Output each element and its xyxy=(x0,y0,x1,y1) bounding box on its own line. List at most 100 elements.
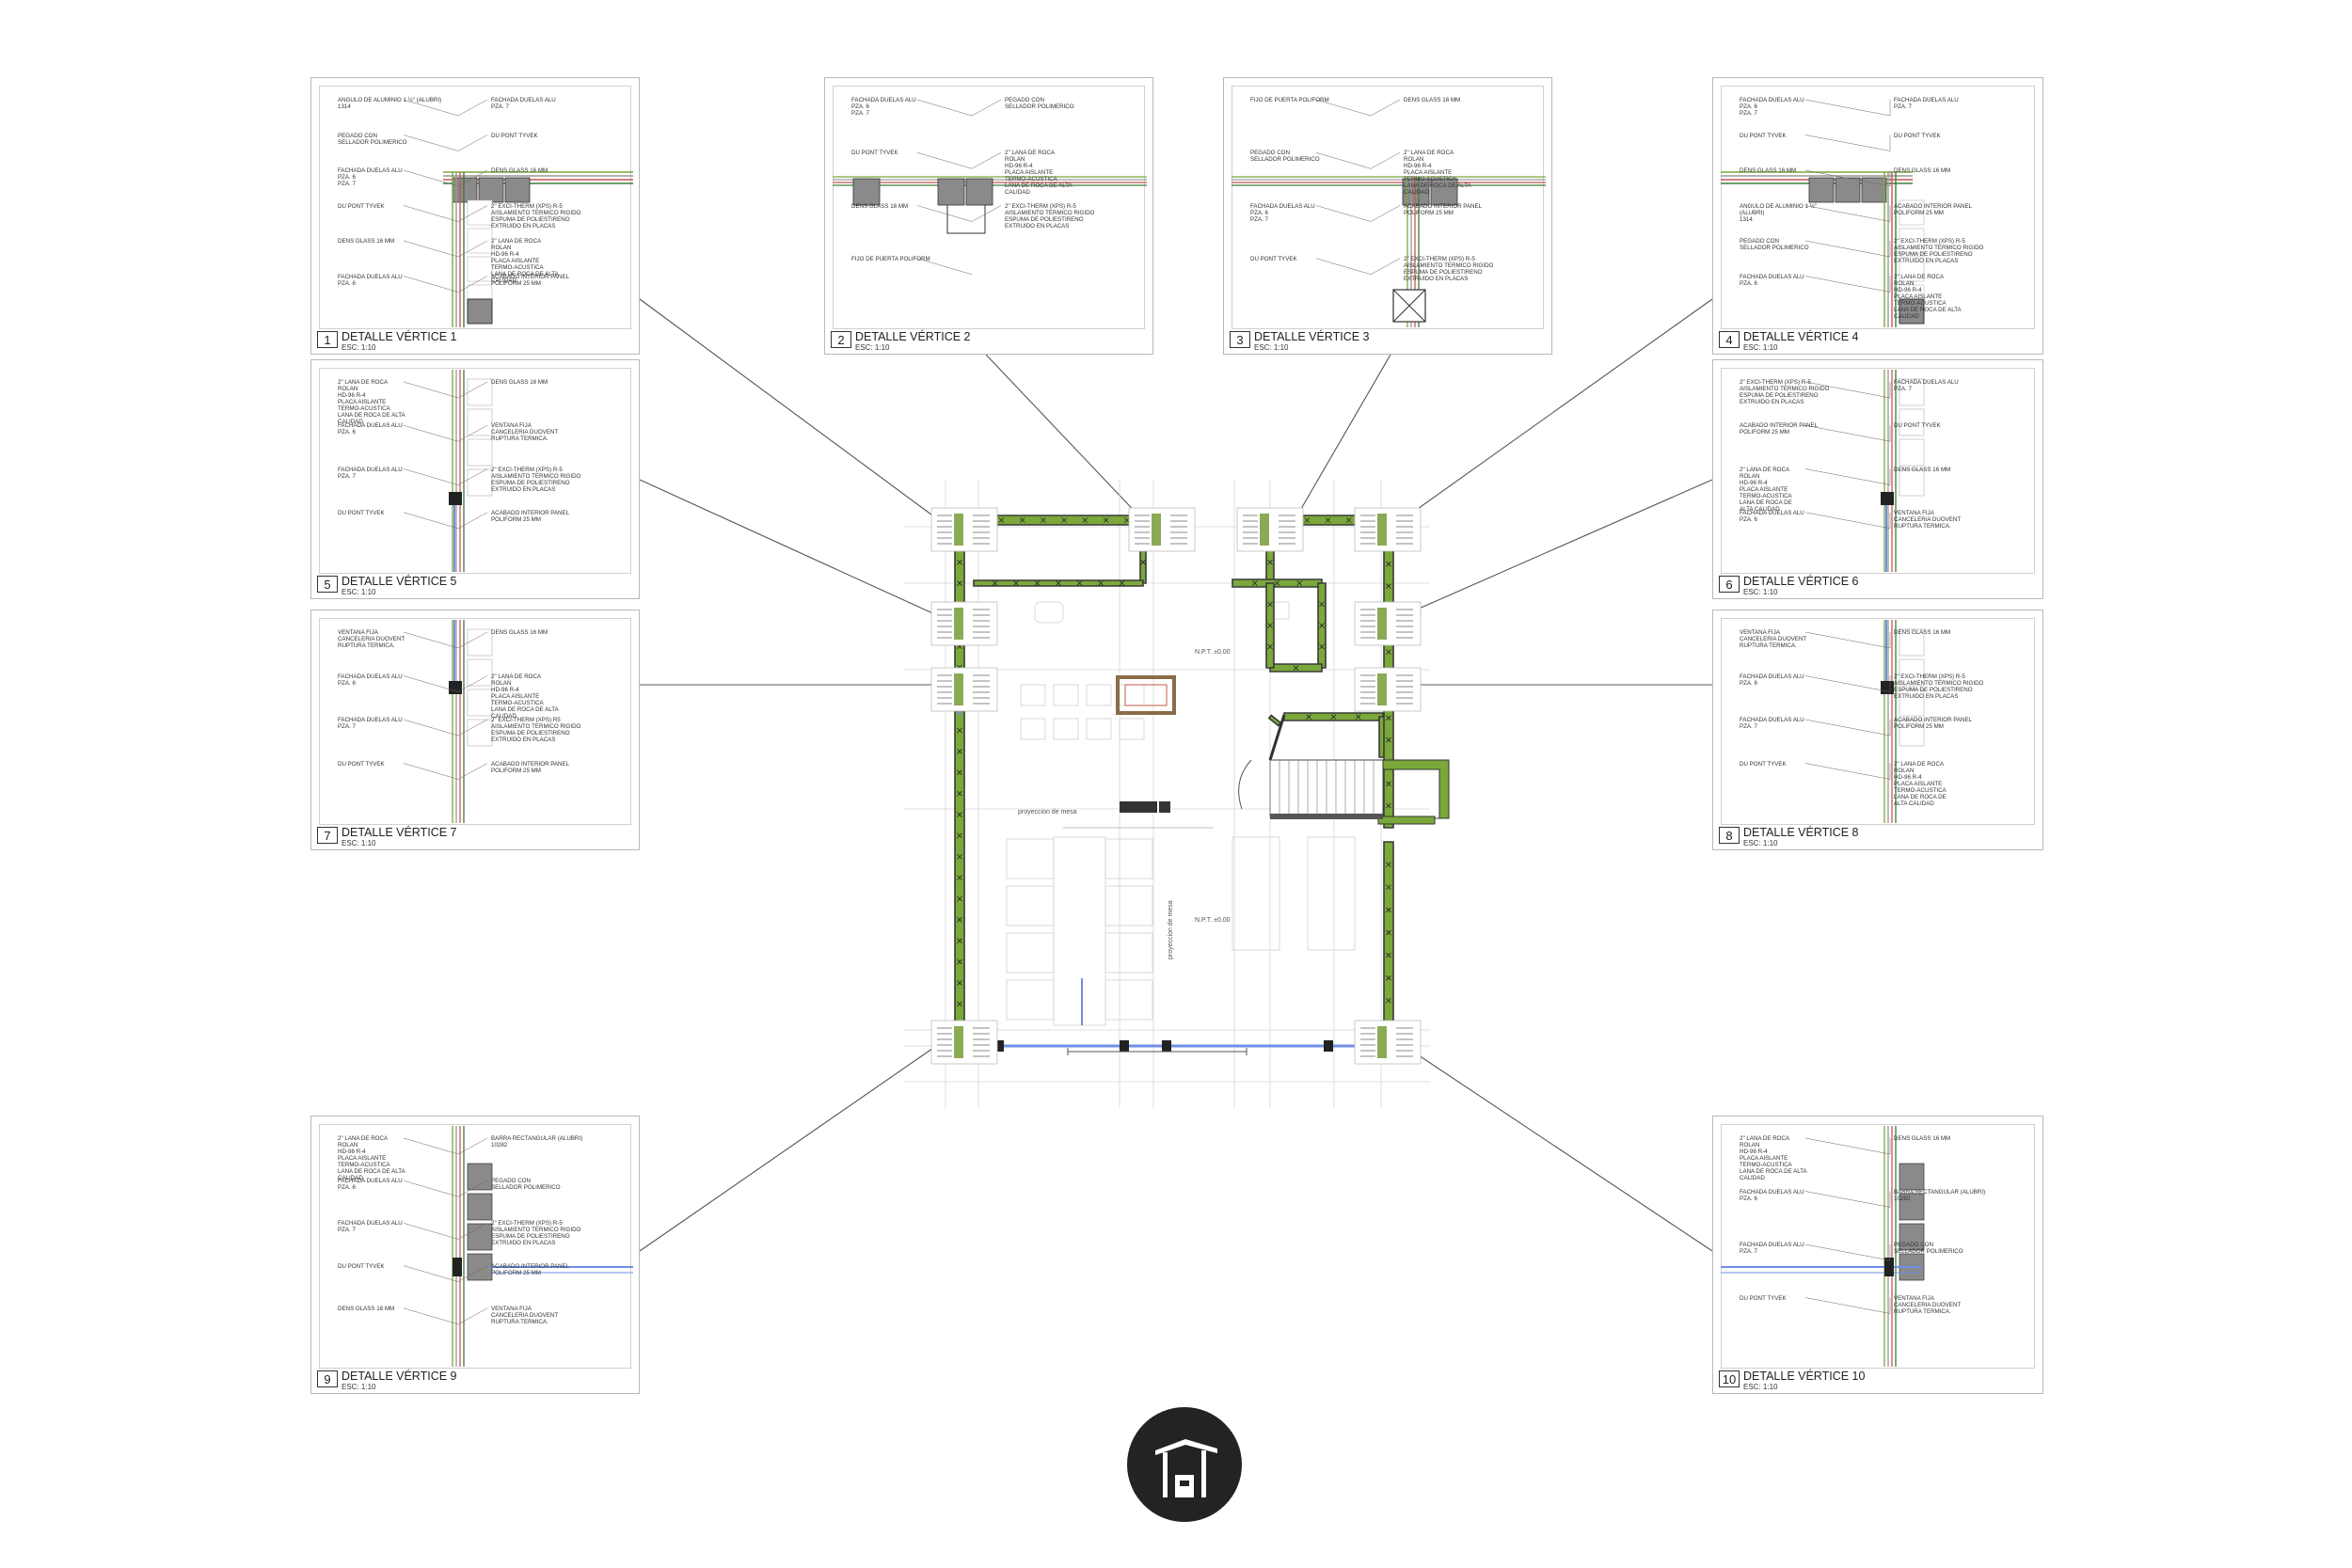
detail-number: 3 xyxy=(1230,331,1250,348)
detail-4-label-4: ANGULO DE ALUMINIO 1 ½" (ALUBRI) 1314 xyxy=(1740,202,1817,223)
detail-scale: ESC: 1:10 xyxy=(1743,1383,1778,1391)
detail-4-label-7: FACHADA DUELAS ALU PZA. 7 xyxy=(1894,97,1959,110)
leader-line-1 xyxy=(639,298,940,521)
detail-5-label-7: 2" EXCI-THERM (XPS) R-5 AISLAMIENTO TERM… xyxy=(491,466,581,493)
detail-4-label-6: FACHADA DUELAS ALU PZA. 6 xyxy=(1740,273,1804,287)
detail-scale: ESC: 1:10 xyxy=(1743,343,1778,352)
detail-7-label-1: VENTANA FIJA CANCELERIA DUOVENT RUPTURA … xyxy=(338,629,405,649)
detail-title: DETALLE VÉRTICE 8 xyxy=(1743,826,1859,839)
detail-3-label-4: DU PONT TYVEK xyxy=(1250,255,1297,262)
leader-line-9 xyxy=(639,1043,940,1252)
detail-8-label-5: DENS GLASS 16 MM xyxy=(1894,629,1951,636)
mesa-projection-label-vertical: proyeccion de mesa xyxy=(1168,900,1174,959)
detail-1-label-2: PEGADO CON SELLADOR POLIMERICO xyxy=(338,132,407,146)
detail-9-label-1: 2" LANA DE ROCA ROLAN HD-96 R-4 PLACA AI… xyxy=(338,1135,405,1181)
roof-house-logo-icon xyxy=(1155,1439,1217,1497)
detail-5-label-8: ACABADO INTERIOR PANEL POLIFORM 25 MM xyxy=(491,509,570,523)
detail-scale: ESC: 1:10 xyxy=(342,588,376,596)
detail-9-label-2: FACHADA DUELAS ALU PZA. 6 xyxy=(338,1178,403,1192)
detail-scale: ESC: 1:10 xyxy=(342,839,376,847)
detail-7-label-8: ACABADO INTERIOR PANEL POLIFORM 25 MM xyxy=(491,760,570,774)
detail-number: 6 xyxy=(1719,576,1740,593)
detail-frame xyxy=(1232,86,1544,329)
detail-panel-9: 2" LANA DE ROCA ROLAN HD-96 R-4 PLACA AI… xyxy=(310,1116,640,1394)
detail-caption-10: 10 DETALLE VÉRTICE 10 ESC: 1:10 xyxy=(1719,1370,1866,1391)
detail-6-label-1: 2" EXCI-THERM (XPS) R-5 AISLAMIENTO TERM… xyxy=(1740,379,1830,405)
plan-callout-tag-2 xyxy=(1128,507,1196,552)
detail-3-label-1: FIJO DE PUERTA POLIFORM xyxy=(1250,97,1329,103)
detail-9-label-5: DENS GLASS 16 MM xyxy=(338,1305,395,1312)
leader-line-6 xyxy=(1401,479,1713,617)
detail-4-label-11: 2" EXCI-THERM (XPS) R-5 AISLAMIENTO TERM… xyxy=(1894,238,1984,264)
detail-10-label-8: VENTANA FIJA CANCELERIA DUOVENT RUPTURA … xyxy=(1894,1294,1962,1315)
detail-1-label-4: DU PONT TYVEK xyxy=(338,202,385,210)
detail-2-label-1: FACHADA DUELAS ALU PZA. 6 PZA. 7 xyxy=(851,97,916,117)
detail-title: DETALLE VÉRTICE 9 xyxy=(342,1370,457,1383)
detail-frame xyxy=(1721,1124,2035,1369)
detail-6-label-6: DU PONT TYVEK xyxy=(1894,422,1941,430)
detail-4-label-3: DENS GLASS 16 MM xyxy=(1740,167,1797,174)
detail-caption-2: 2 DETALLE VÉRTICE 2 ESC: 1:10 xyxy=(831,331,971,352)
leader-line-2 xyxy=(985,354,1144,521)
detail-10-label-2: FACHADA DUELAS ALU PZA. 6 xyxy=(1740,1188,1804,1202)
detail-9-label-8: 2" EXCI-THERM (XPS) R-5 AISLAMIENTO TERM… xyxy=(491,1220,581,1247)
detail-5-label-6: VENTANA FIJA CANCELERIA DUOVENT RUPTURA … xyxy=(491,422,559,443)
detail-7-label-5: DENS GLASS 16 MM xyxy=(491,629,548,636)
detail-10-label-6: BARRA RECTANGULAR (ALUBRI) 10282 xyxy=(1894,1188,1986,1202)
detail-panel-3: FIJO DE PUERTA POLIFORM PEGADO CON SELLAD… xyxy=(1223,77,1552,355)
detail-7-label-6: 2" LANA DE ROCA ROLAN HD-96 R-4 PLACA AI… xyxy=(491,673,559,720)
detail-1-label-12: ACABADO INTERIOR PANEL POLIFORM 25 MM xyxy=(491,273,570,287)
detail-1-label-9: DENS GLASS 16 MM xyxy=(491,167,548,174)
studio-logo xyxy=(1127,1407,1242,1522)
detail-4-label-12: 2" LANA DE ROCA ROLAN HD-96 R-4 PLACA AI… xyxy=(1894,273,1962,320)
detail-1-label-8: DU PONT TYVEK xyxy=(491,132,538,139)
npt-level-2: N.P.T. ±0.00 xyxy=(1195,917,1231,924)
detail-3-label-2: PEGADO CON SELLADOR POLIMERICO xyxy=(1250,150,1320,164)
detail-drawing-7 xyxy=(403,620,493,823)
detail-7-label-3: FACHADA DUELAS ALU PZA. 7 xyxy=(338,717,403,730)
detail-2-label-7: 2" EXCI-THERM (XPS) R-5 AISLAMIENTO TERM… xyxy=(1005,202,1095,230)
detail-1-label-5: DENS GLASS 16 MM xyxy=(338,238,395,245)
detail-4-label-8: DU PONT TYVEK xyxy=(1894,132,1941,139)
detail-6-label-8: VENTANA FIJA CANCELERIA DUOVENT RUPTURA … xyxy=(1894,509,1962,530)
detail-drawing-9 xyxy=(403,1126,633,1367)
detail-3-label-7: ACABADO INTERIOR PANEL POLIFORM 25 MM xyxy=(1404,202,1483,216)
plan-callout-tag-8 xyxy=(1354,667,1422,712)
detail-caption-7: 7 DETALLE VÉRTICE 7 ESC: 1:10 xyxy=(317,826,457,847)
detail-frame xyxy=(1721,368,2035,574)
detail-10-label-5: DENS GLASS 16 MM xyxy=(1894,1135,1951,1142)
detail-drawing-3 xyxy=(1232,99,1546,327)
detail-10-label-1: 2" LANA DE ROCA ROLAN HD-96 R-4 PLACA AI… xyxy=(1740,1135,1807,1181)
plan-callout-tag-4 xyxy=(1354,507,1422,552)
detail-title: DETALLE VÉRTICE 10 xyxy=(1743,1370,1866,1383)
plan-callout-tag-1 xyxy=(930,507,998,552)
detail-frame xyxy=(319,86,631,329)
detail-4-label-2: DU PONT TYVEK xyxy=(1740,132,1787,139)
detail-number: 9 xyxy=(317,1370,338,1387)
detail-9-label-9: ACABADO INTERIOR PANEL POLIFORM 25 MM xyxy=(491,1262,570,1276)
detail-scale: ESC: 1:10 xyxy=(342,343,376,352)
detail-frame xyxy=(319,1124,631,1369)
detail-title: DETALLE VÉRTICE 7 xyxy=(342,826,457,839)
plan-callout-tag-9 xyxy=(930,1020,998,1065)
plan-callout-tag-7 xyxy=(930,667,998,712)
detail-caption-8: 8 DETALLE VÉRTICE 8 ESC: 1:10 xyxy=(1719,826,1859,847)
detail-9-label-3: FACHADA DUELAS ALU PZA. 7 xyxy=(338,1220,403,1234)
detail-5-label-2: FACHADA DUELAS ALU PZA. 6 xyxy=(338,422,403,436)
detail-8-label-2: FACHADA DUELAS ALU PZA. 6 xyxy=(1740,673,1804,687)
detail-number: 10 xyxy=(1719,1370,1740,1387)
detail-caption-6: 6 DETALLE VÉRTICE 6 ESC: 1:10 xyxy=(1719,576,1859,596)
mesa-projection-label: proyeccion de mesa xyxy=(1018,809,1077,816)
detail-5-label-5: DENS GLASS 16 MM xyxy=(491,379,548,386)
leader-line-10 xyxy=(1401,1043,1713,1252)
detail-3-label-6: 2" LANA DE ROCA ROLAN HD-96 R-4 PLACA AI… xyxy=(1404,150,1471,197)
detail-8-label-7: ACABADO INTERIOR PANEL POLIFORM 25 MM xyxy=(1894,717,1973,730)
detail-number: 8 xyxy=(1719,827,1740,844)
detail-8-label-8: 2" LANA DE ROCA ROLAN HD-96 R-4 PLACA AI… xyxy=(1894,760,1947,807)
detail-drawing-5 xyxy=(403,370,493,572)
detail-9-label-4: DU PONT TYVEK xyxy=(338,1262,385,1270)
detail-frame xyxy=(1721,86,2035,329)
leader-line-5 xyxy=(639,479,940,617)
